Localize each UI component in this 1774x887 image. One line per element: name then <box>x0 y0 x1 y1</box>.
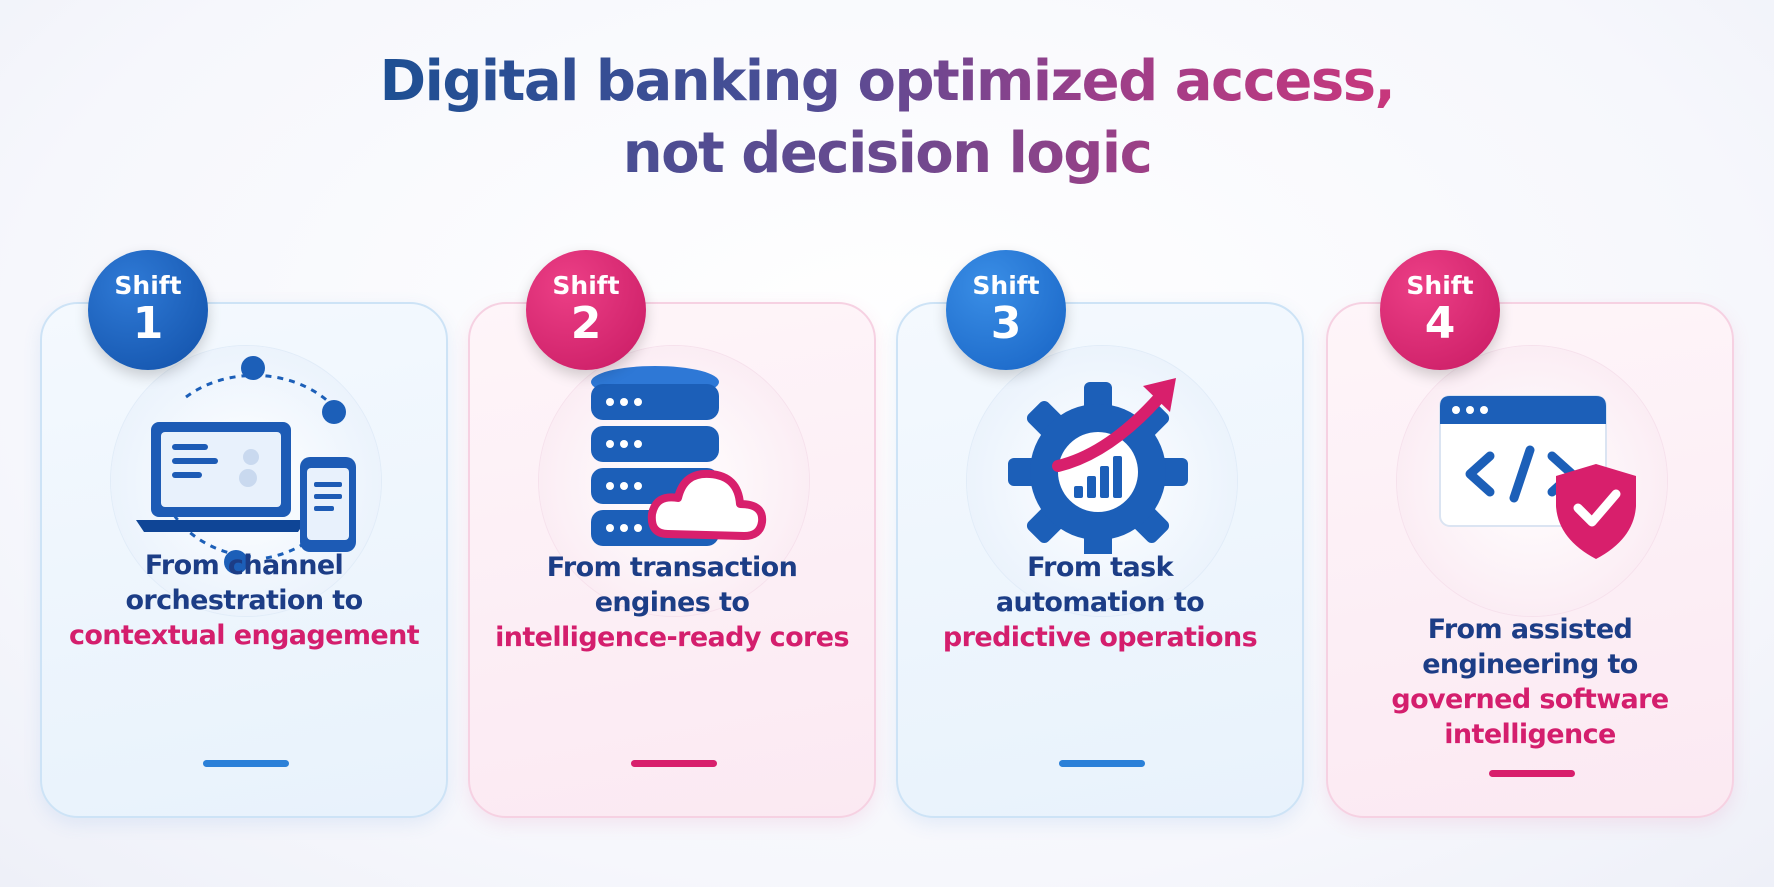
shift-caption: From channel orchestration to contextual… <box>68 550 420 651</box>
accent-bar <box>1059 760 1145 767</box>
shift-caption: From assisted engineering to governed so… <box>1391 614 1669 750</box>
gear-growth-chart-icon <box>1008 378 1188 554</box>
page-title: Digital banking optimized access, not de… <box>0 46 1774 190</box>
shift-card-2: From transaction engines to intelligence… <box>468 302 876 818</box>
shift-badge-3: Shift 3 <box>946 250 1066 370</box>
shift-badge-4: Shift 4 <box>1380 250 1500 370</box>
shift-caption: From transaction engines to intelligence… <box>495 552 849 653</box>
shift-card-4: From assisted engineering to governed so… <box>1326 302 1734 818</box>
database-cloud-icon <box>591 366 767 546</box>
code-window-shield-icon <box>1439 395 1636 559</box>
accent-bar <box>203 760 289 767</box>
laptop-phone-network-icon <box>136 356 356 574</box>
title-line-2: not decision logic <box>622 121 1153 186</box>
shift-card-1: From channel orchestration to contextual… <box>40 302 448 818</box>
accent-bar <box>631 760 717 767</box>
shift-badge-1: Shift 1 <box>88 250 208 370</box>
shift-badge-2: Shift 2 <box>526 250 646 370</box>
shift-card-3: From task automation to predictive opera… <box>896 302 1304 818</box>
accent-bar <box>1489 770 1575 777</box>
title-line-1: Digital banking optimized access, <box>379 49 1396 114</box>
shift-caption: From task automation to predictive opera… <box>942 552 1258 653</box>
